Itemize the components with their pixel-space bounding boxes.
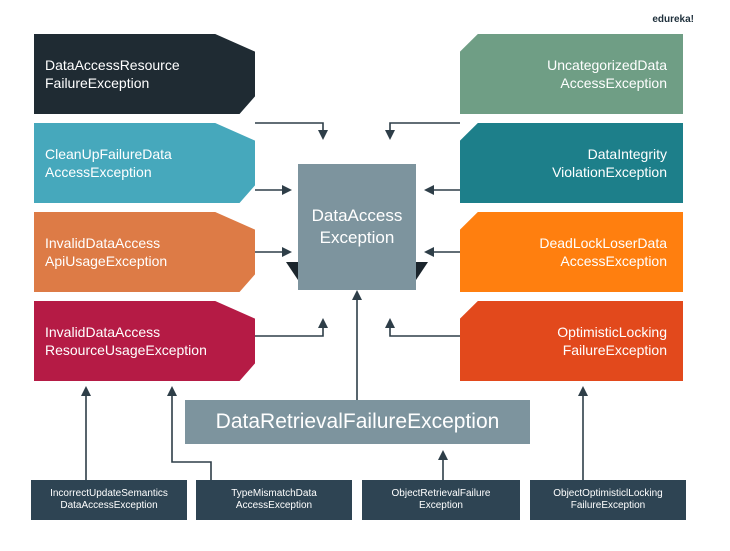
box-object-retrieval-failure: ObjectRetrievalFailure Exception <box>362 480 520 520</box>
edureka-logo: edureka! <box>652 14 694 25</box>
box-cleanup-failure-data-access: CleanUpFailureData AccessException <box>34 123 255 203</box>
center-label: DataAccess Exception <box>311 206 403 247</box>
box-label: InvalidDataAccess ResourceUsageException <box>45 324 207 358</box>
box-label: InvalidDataAccess ApiUsageException <box>45 235 168 269</box>
box-label: TypeMismatchData AccessException <box>231 488 317 511</box>
retrieval-label: DataRetrievalFailureException <box>215 410 500 433</box>
box-data-integrity-violation: DataIntegrity ViolationException <box>460 123 683 203</box>
center-right-triangle <box>416 262 428 280</box>
data-retrieval-failure-box: DataRetrievalFailureException <box>185 400 530 444</box>
box-invalid-data-access-resource-usage: InvalidDataAccess ResourceUsageException <box>34 301 255 381</box>
box-uncategorized-data-access: UncategorizedData AccessException <box>460 34 683 114</box>
arrow-left-4 <box>255 318 328 337</box>
box-label: CleanUpFailureData AccessException <box>45 146 172 180</box>
box-object-optimistic-locking-failure: ObjectOptimisticlLocking FailureExceptio… <box>530 480 686 520</box>
box-invalid-data-access-api-usage: InvalidDataAccess ApiUsageException <box>34 212 255 292</box>
center-left-triangle <box>286 262 298 280</box>
arrow-right-4 <box>385 318 460 337</box>
box-label: DeadLockLoserData AccessException <box>539 235 667 269</box>
box-label: UncategorizedData AccessException <box>547 57 667 91</box>
box-data-access-resource-failure: DataAccessResource FailureException <box>34 34 255 114</box>
box-optimistic-locking-failure: OptimisticLocking FailureException <box>460 301 683 381</box>
box-incorrect-update-semantics: IncorrectUpdateSemantics DataAccessExcep… <box>31 480 187 520</box>
data-access-exception-box: DataAccess Exception <box>298 164 416 290</box>
box-label: IncorrectUpdateSemantics DataAccessExcep… <box>50 488 168 511</box>
box-label: ObjectRetrievalFailure Exception <box>391 488 491 511</box>
box-label: ObjectOptimisticlLocking FailureExceptio… <box>553 488 663 511</box>
box-label: OptimisticLocking FailureException <box>557 324 667 358</box>
box-label: DataIntegrity ViolationException <box>552 146 667 180</box>
box-deadlock-loser-data-access: DeadLockLoserData AccessException <box>460 212 683 292</box>
arrow-bottom-2 <box>167 386 212 480</box>
box-label: DataAccessResource FailureException <box>45 57 180 91</box>
box-type-mismatch-data-access: TypeMismatchData AccessException <box>196 480 352 520</box>
arrow-left-1 <box>255 122 328 140</box>
arrow-right-1 <box>385 122 460 140</box>
